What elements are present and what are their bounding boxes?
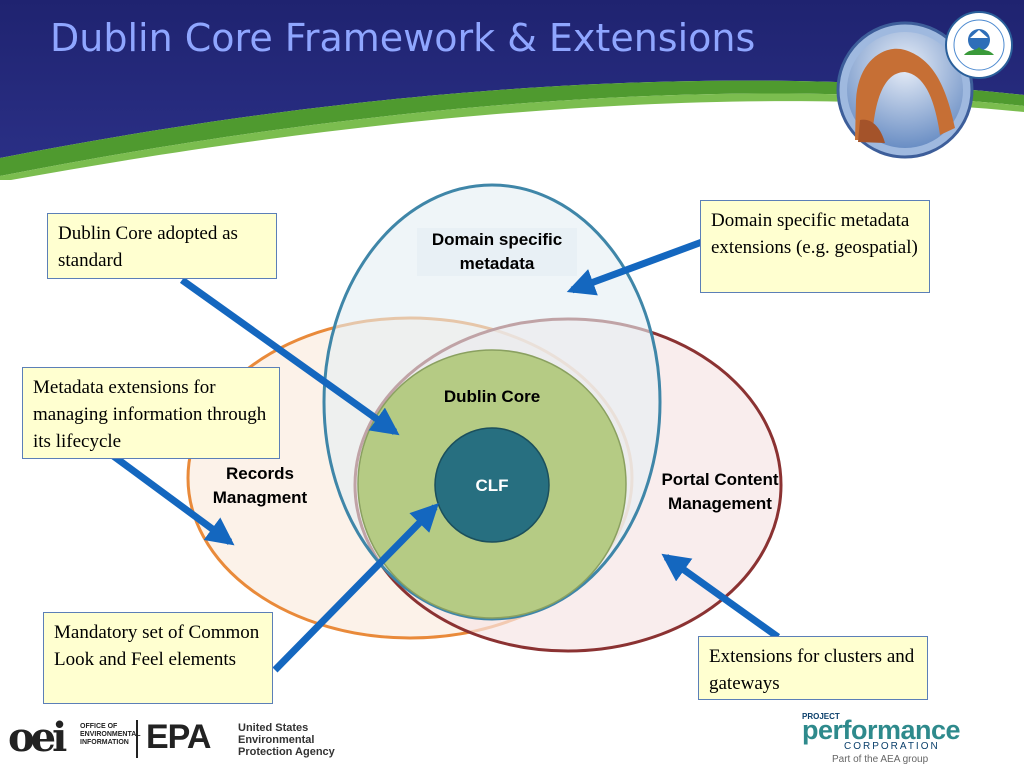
callout-dc-adopted: Dublin Core adopted as standard [47,213,277,279]
domain-label-text: Domain specific metadata [417,228,577,276]
arrow-metadata-ext [109,452,235,546]
oei-logo: oei [8,714,67,761]
header-band [0,0,1024,180]
arrow-domain-ext [566,238,704,296]
footer-oei-epa-logos: oei OFFICE OF ENVIRONMENTAL INFORMATION … [8,712,368,762]
portal-label-text: Portal Content Management [661,470,779,513]
arrow-mandatory [272,503,439,673]
ppc-performance-text: performance [802,715,961,745]
callout-clusters: Extensions for clusters and gateways [698,636,928,700]
footer-ppc-logo: PROJECT performance CORPORATION Part of … [800,712,961,766]
epa-seal [945,11,1013,79]
ppc-aea-text: Part of the AEA group [832,754,929,765]
logo-divider [136,720,138,758]
oei-text: OFFICE OF ENVIRONMENTAL INFORMATION [80,723,141,746]
arrow-clusters [661,553,781,640]
domain-label: Domain specific metadata [407,228,587,276]
records-label: Records Managment [192,462,328,510]
ppc-project-text: PROJECT [802,712,840,721]
clf-label: CLF [475,476,508,495]
callout-mandatory: Mandatory set of Common Look and Feel el… [43,612,273,704]
callout-metadata-ext: Metadata extensions for managing informa… [22,367,280,459]
clf-circle [434,427,550,543]
callout-domain-ext: Domain specific metadata extensions (e.g… [700,200,930,293]
epa-text: United States Environmental Protection A… [238,722,335,758]
ppc-corporation-text: CORPORATION [844,741,940,752]
portal-label: Portal Content Management [648,468,792,516]
epa-logo: EPA [146,718,211,756]
arrow-dc-adopted [179,277,400,436]
dublin-core-label: Dublin Core [444,387,540,406]
slide-title: Dublin Core Framework & Extensions [50,16,756,60]
arch-photo-seal [836,21,974,159]
records-label-text: Records Managment [212,464,308,507]
